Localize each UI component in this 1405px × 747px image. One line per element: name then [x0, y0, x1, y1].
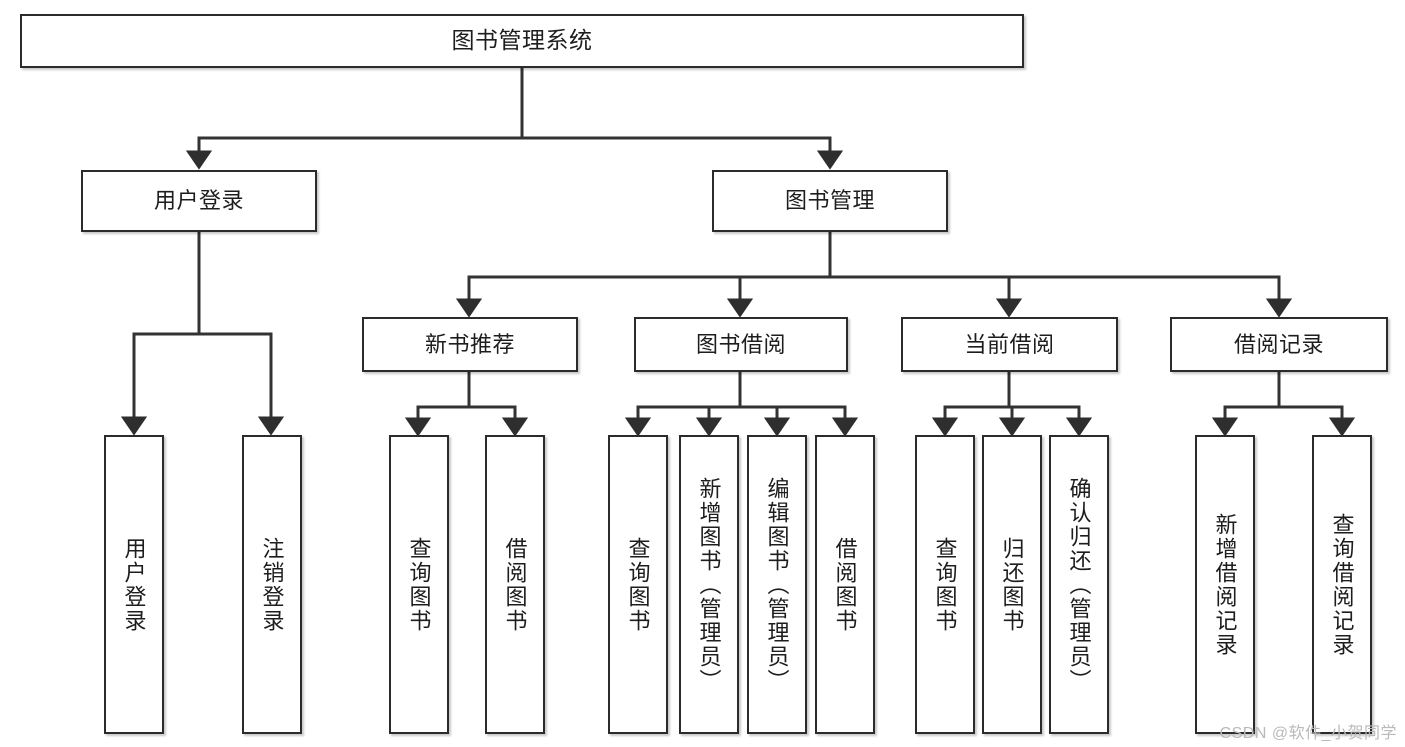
- node-current-borrow[interactable]: 当前借阅: [901, 317, 1118, 372]
- node-leaf-confirm-return[interactable]: 确认归还（管理员）: [1049, 435, 1109, 734]
- node-leaf-query-book-2[interactable]: 查询图书: [608, 435, 668, 734]
- node-root-label: 图书管理系统: [451, 27, 593, 54]
- node-leaf-logout[interactable]: 注销登录: [242, 435, 302, 734]
- node-leaf-return-book[interactable]: 归还图书: [982, 435, 1042, 734]
- node-leaf-query-book-3-label: 查询图书: [932, 536, 958, 633]
- node-root[interactable]: 图书管理系统: [20, 14, 1024, 68]
- node-new-book-recommend[interactable]: 新书推荐: [362, 317, 578, 372]
- node-leaf-borrow-book-1[interactable]: 借阅图书: [485, 435, 545, 734]
- node-leaf-query-record[interactable]: 查询借阅记录: [1312, 435, 1372, 734]
- node-leaf-query-record-label: 查询借阅记录: [1329, 512, 1355, 657]
- node-book-borrow-label: 图书借阅: [695, 331, 786, 357]
- node-leaf-query-book-1[interactable]: 查询图书: [389, 435, 449, 734]
- node-leaf-add-book[interactable]: 新增图书（管理员）: [679, 435, 739, 734]
- node-leaf-query-book-2-label: 查询图书: [625, 536, 651, 633]
- node-book-manage-label: 图书管理: [784, 188, 875, 214]
- node-borrow-record[interactable]: 借阅记录: [1170, 317, 1388, 372]
- node-user-login-label: 用户登录: [153, 188, 244, 214]
- node-current-borrow-label: 当前借阅: [964, 331, 1055, 357]
- node-leaf-borrow-book-2-label: 借阅图书: [832, 536, 858, 633]
- node-user-login[interactable]: 用户登录: [81, 170, 317, 232]
- node-leaf-return-book-label: 归还图书: [999, 536, 1025, 633]
- node-leaf-borrow-book-2[interactable]: 借阅图书: [815, 435, 875, 734]
- node-leaf-edit-book-label: 编辑图书（管理员）: [764, 476, 790, 693]
- node-leaf-edit-book[interactable]: 编辑图书（管理员）: [747, 435, 807, 734]
- node-leaf-add-record[interactable]: 新增借阅记录: [1195, 435, 1255, 734]
- node-new-book-recommend-label: 新书推荐: [424, 331, 515, 357]
- node-leaf-query-book-3[interactable]: 查询图书: [915, 435, 975, 734]
- node-leaf-logout-label: 注销登录: [259, 536, 285, 633]
- csdn-watermark: CSDN @软件_小贺同学: [1219, 725, 1397, 742]
- node-leaf-query-book-1-label: 查询图书: [406, 536, 432, 633]
- node-leaf-add-book-label: 新增图书（管理员）: [696, 476, 722, 693]
- node-leaf-add-record-label: 新增借阅记录: [1212, 512, 1238, 657]
- node-borrow-record-label: 借阅记录: [1233, 331, 1324, 357]
- node-leaf-user-login[interactable]: 用户登录: [104, 435, 164, 734]
- node-leaf-confirm-return-label: 确认归还（管理员）: [1066, 476, 1092, 693]
- node-book-borrow[interactable]: 图书借阅: [634, 317, 848, 372]
- node-leaf-user-login-label: 用户登录: [121, 536, 147, 633]
- node-book-manage[interactable]: 图书管理: [712, 170, 948, 232]
- node-leaf-borrow-book-1-label: 借阅图书: [502, 536, 528, 633]
